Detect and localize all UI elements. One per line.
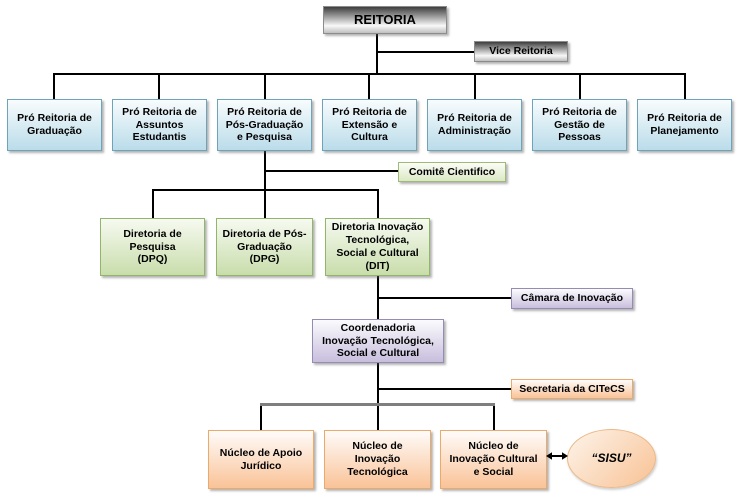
node-coordenadoria: Coordenadoria Inovação Tecnológica, Soci…: [312, 319, 444, 363]
double-arrow-icon: [546, 449, 568, 463]
connector-comite: [264, 170, 398, 172]
connector-reitoria-stem: [376, 33, 378, 73]
connector-diretoria-drop-3: [377, 189, 379, 218]
connector-secretaria: [377, 388, 511, 390]
connector-nucleo-drop-3: [493, 406, 495, 430]
node-pro-reitoria-assuntos-estudantis: Pró Reitoria de Assuntos Estudantis: [112, 99, 207, 151]
connector-vice-reitoria: [376, 51, 474, 53]
connector-drop-3: [264, 73, 266, 99]
node-diretoria-pesquisa: Diretoria de Pesquisa (DPQ): [100, 218, 205, 276]
connector-diretoria-drop-2: [264, 189, 266, 218]
connector-nucleo-drop-1: [260, 406, 262, 430]
node-vice-reitoria: Vice Reitoria: [474, 41, 568, 62]
node-pro-reitoria-administracao: Pró Reitoria de Administração: [427, 99, 522, 151]
node-nucleo-inovacao-cultural: Núcleo de Inovação Cultural e Social: [440, 430, 547, 489]
node-pro-reitoria-pos-graduacao: Pró Reitoria de Pós-Graduação e Pesquisa: [217, 99, 312, 151]
connector-drop-6: [579, 73, 581, 99]
connector-drop-2: [158, 73, 160, 99]
connector-drop-7: [684, 73, 686, 99]
node-pro-reitoria-extensao: Pró Reitoria de Extensão e Cultura: [322, 99, 417, 151]
connector-diretoria-drop-1: [152, 189, 154, 218]
node-comite-cientifico: Comitê Cientifico: [398, 162, 506, 182]
node-secretaria-citecs: Secretaria da CITeCS: [511, 379, 633, 399]
node-reitoria: REITORIA: [323, 6, 447, 34]
connector-coordenadoria-stem: [377, 363, 379, 405]
connector-drop-5: [474, 73, 476, 99]
connector-drop-1: [53, 73, 55, 99]
node-camara-inovacao: Câmara de Inovação: [511, 288, 633, 309]
node-sisu: “SISU”: [567, 429, 656, 488]
node-pro-reitoria-planejamento: Pró Reitoria de Planejamento: [637, 99, 732, 151]
connector-camara: [377, 297, 511, 299]
node-nucleo-inovacao-tecnologica: Núcleo de Inovação Tecnológica: [324, 430, 431, 489]
node-diretoria-inovacao: Diretoria Inovação Tecnológica, Social e…: [325, 218, 430, 276]
node-diretoria-pos-graduacao: Diretoria de Pós- Graduação (DPG): [216, 218, 313, 276]
node-pro-reitoria-gestao-pessoas: Pró Reitoria de Gestão de Pessoas: [532, 99, 627, 151]
connector-nucleo-drop-2: [377, 406, 379, 430]
node-pro-reitoria-graduacao: Pró Reitoria de Graduação: [7, 99, 102, 151]
connector-drop-4: [368, 73, 370, 99]
node-nucleo-apoio-juridico: Núcleo de Apoio Jurídico: [208, 430, 314, 489]
connector-nucleo-bus: [260, 403, 495, 406]
